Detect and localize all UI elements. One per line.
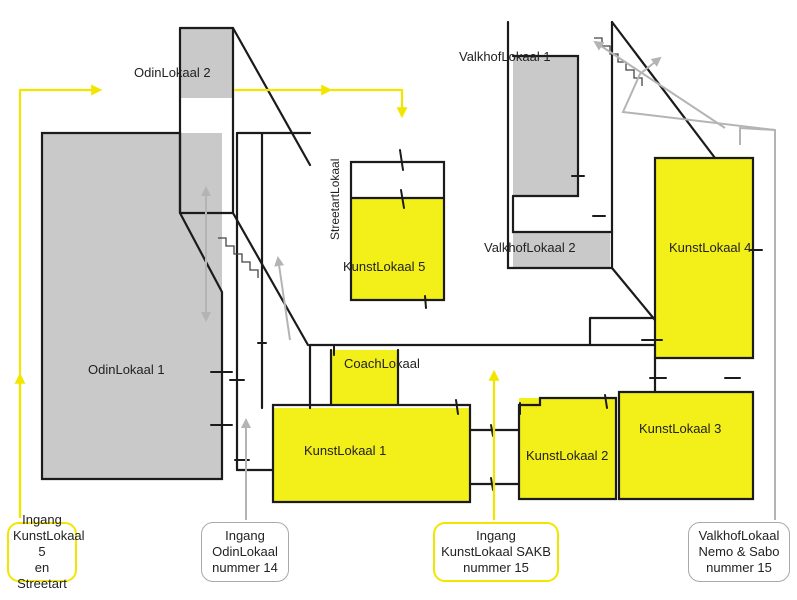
label-kunst4: KunstLokaal 4 [669, 240, 751, 255]
entrance-valkhoflokaal: ValkhofLokaal Nemo & Sabo nummer 15 [688, 522, 790, 582]
room-coach [331, 350, 398, 404]
entrance-line: ValkhofLokaal [698, 528, 780, 543]
room-kunst5 [351, 198, 444, 300]
entrance-line: Ingang [22, 512, 62, 527]
label-coach: CoachLokaal [344, 356, 420, 371]
room-kunst1 [273, 408, 470, 502]
room-kunst2 [519, 398, 616, 499]
entrance-line: nummer 15 [463, 560, 529, 575]
entrance-line: Nemo & Sabo [698, 544, 780, 559]
room-kunst4 [655, 158, 753, 358]
label-odin2: OdinLokaal 2 [134, 65, 211, 80]
room-odin2 [180, 28, 233, 98]
walls [40, 20, 755, 504]
label-kunst2: KunstLokaal 2 [526, 448, 608, 463]
room-valkhof1 [513, 56, 578, 196]
room-valkhof2 [513, 232, 610, 268]
entrance-line: en Streetart [17, 560, 67, 591]
entrance-line: KunstLokaal SAKB [441, 544, 551, 559]
yellow-route [14, 84, 500, 520]
entrance-line: Ingang [476, 528, 516, 543]
door-markers [210, 149, 763, 491]
label-odin1: OdinLokaal 1 [88, 362, 165, 377]
label-valkhof2: ValkhofLokaal 2 [484, 240, 576, 255]
entrance-line: nummer 14 [212, 560, 278, 575]
room-kunst3 [619, 392, 753, 499]
label-kunst3: KunstLokaal 3 [639, 421, 721, 436]
entrance-line: Ingang [225, 528, 265, 543]
label-streetart: StreetartLokaal [328, 159, 342, 240]
gray-route [201, 40, 776, 520]
room-odin1 [42, 133, 222, 479]
entrance-kunstlokaal5: Ingang KunstLokaal 5 en Streetart [7, 512, 85, 591]
label-valkhof1: ValkhofLokaal 1 [459, 49, 551, 64]
label-kunst1: KunstLokaal 1 [304, 443, 386, 458]
entrance-odinlokaal: Ingang OdinLokaal nummer 14 [201, 522, 289, 582]
entrance-line: OdinLokaal [212, 544, 278, 559]
entrance-line: nummer 15 [706, 560, 772, 575]
label-kunst5: KunstLokaal 5 [343, 259, 425, 274]
entrance-line: KunstLokaal 5 [13, 528, 85, 559]
entrance-kunstlokaal-sakb: Ingang KunstLokaal SAKB nummer 15 [433, 522, 559, 582]
